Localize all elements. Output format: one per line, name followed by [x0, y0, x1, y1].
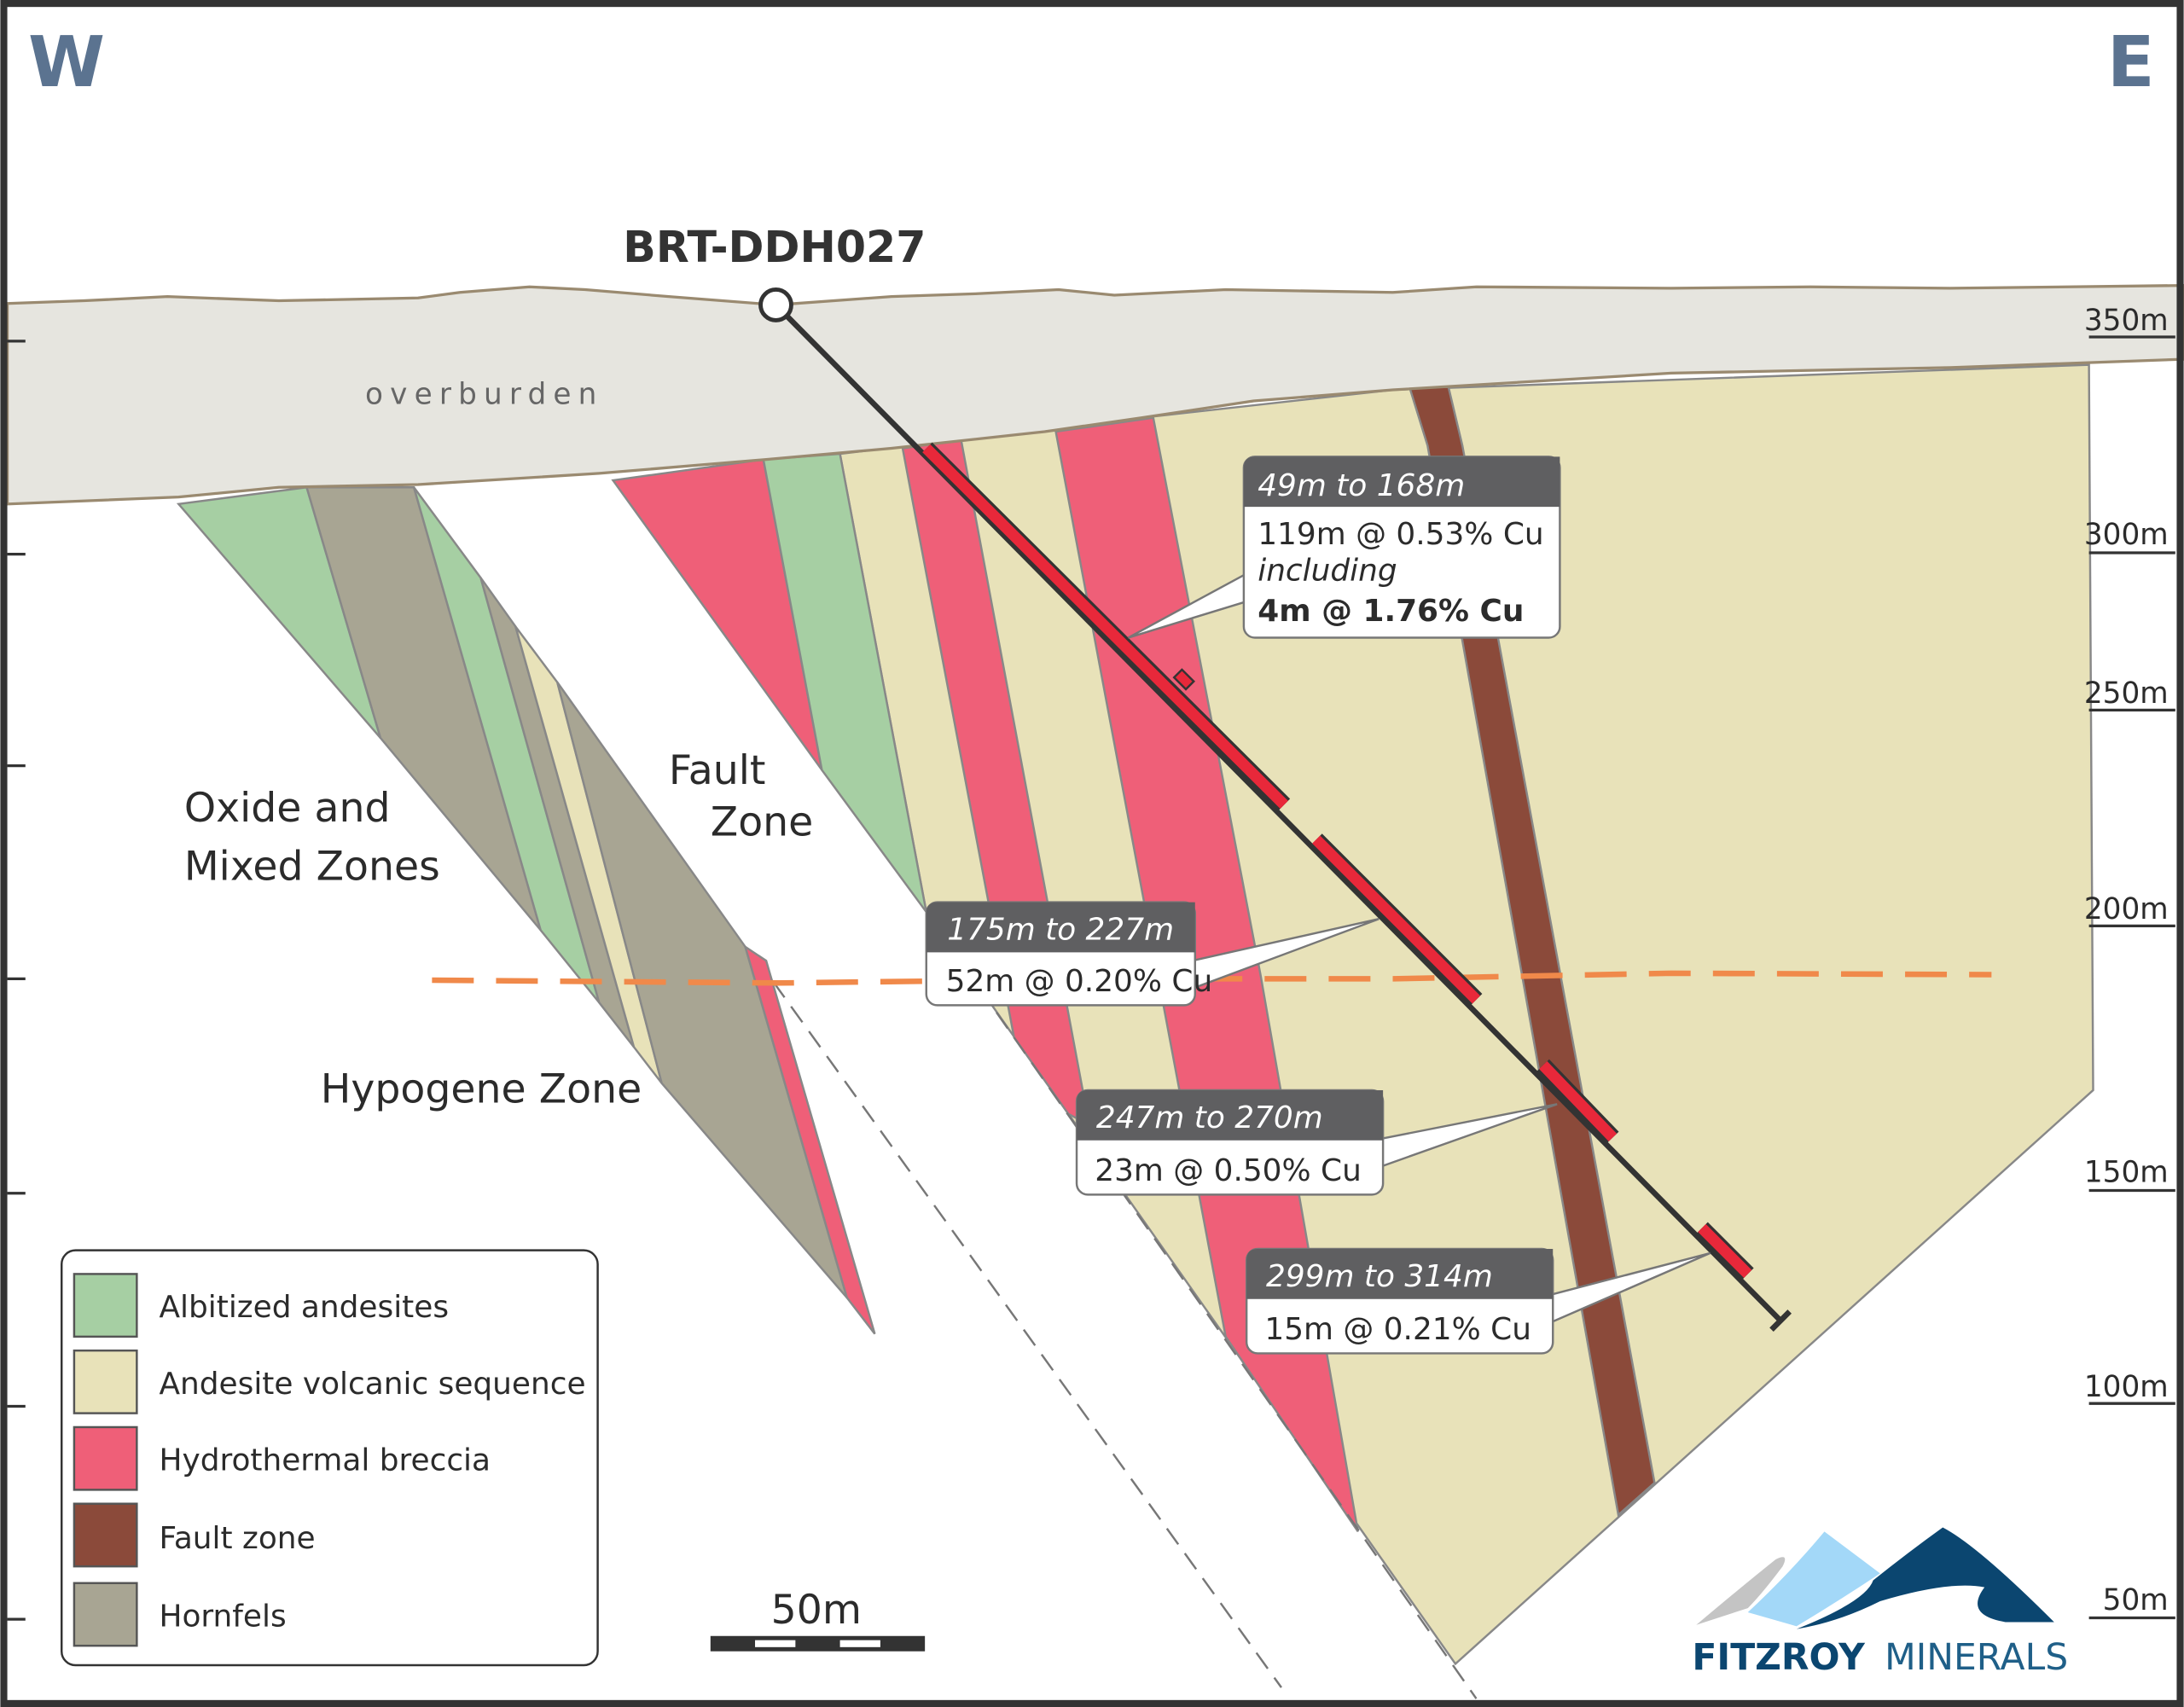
hypogene-boundary-line [432, 970, 1992, 986]
fault-trace [925, 911, 1478, 1699]
legend-swatch-fault [73, 1502, 138, 1568]
drillhole-trace [758, 287, 1792, 1332]
logo-name-bold: FITZROY [1692, 1637, 1866, 1679]
elevation-label: 100m [2084, 1370, 2169, 1404]
elevation-axis: 350m 300m 250m 200m 150m 100m 50m [2084, 304, 2175, 1620]
scale-bar-label: 50m [771, 1587, 862, 1634]
fault-zone-label: Zone [711, 798, 813, 845]
elevation-label: 250m [2084, 676, 2169, 711]
mineralised-interval [1698, 1223, 1752, 1279]
logo-text: FITZROY MINERALS [1692, 1637, 2068, 1679]
elevation-label: 300m [2084, 518, 2169, 552]
scale-bar: 50m [710, 1587, 926, 1652]
intercept-callout-2: 175m to 227m 52m @ 0.20% Cu [925, 901, 1380, 1007]
breccia-band [743, 943, 876, 1335]
intercept-callout-3: 247m to 270m 23m @ 0.50% Cu [1075, 1089, 1558, 1196]
collar-icon [758, 287, 793, 322]
legend-label: Hornfels [159, 1599, 286, 1634]
intercept-including: 4m @ 1.76% Cu [1258, 594, 1524, 629]
mountain-icon [1747, 1531, 1880, 1627]
end-of-hole-cap [1769, 1309, 1792, 1332]
mountain-icon [1696, 1557, 1786, 1625]
elevation-label: 350m [2084, 304, 2169, 338]
legend-swatch-breccia [73, 1425, 138, 1491]
west-label: W [28, 22, 105, 103]
fault-trace [772, 980, 1282, 1688]
elevation-label: 200m [2084, 892, 2169, 926]
drillhole-name: BRT-DDH027 [623, 222, 926, 272]
intercept-callout-4: 299m to 314m 15m @ 0.21% Cu [1245, 1247, 1711, 1355]
overburden-label: overburden [365, 377, 604, 411]
elevation-label: 50m [2103, 1583, 2169, 1617]
left-geology-block [176, 485, 876, 1335]
oxide-zone-label: Oxide and [184, 785, 391, 832]
oxide-zone-label: Mixed Zones [184, 844, 440, 891]
intercept-result: 52m @ 0.20% Cu [946, 964, 1213, 999]
fault-zone-label: Fault [669, 747, 766, 794]
intercept-callout-1: 49m to 168m 119m @ 0.53% Cu including 4m… [1127, 456, 1561, 639]
left-axis-ticks [7, 340, 26, 1621]
legend-swatch-andesite [73, 1349, 138, 1414]
legend-swatch-albitized [73, 1273, 138, 1338]
mineralised-interval [1312, 835, 1481, 1004]
logo-name-light: MINERALS [1885, 1637, 2068, 1679]
intercept-result: 23m @ 0.50% Cu [1095, 1153, 1362, 1188]
high-grade-marker [1172, 668, 1195, 691]
intercept-interval: 175m to 227m [947, 913, 1174, 948]
hypogene-zone-label: Hypogene Zone [321, 1066, 642, 1113]
intercept-interval: 49m to 168m [1258, 468, 1465, 503]
intercept-result: 15m @ 0.21% Cu [1264, 1312, 1531, 1347]
mountain-icon [1796, 1527, 2054, 1629]
legend-label: Hydrothermal breccia [159, 1443, 491, 1478]
intercept-interval: 247m to 270m [1096, 1100, 1323, 1135]
overburden-layer [5, 283, 2184, 506]
mineralised-interval [1539, 1061, 1618, 1141]
legend-label: Andesite volcanic sequence [159, 1367, 585, 1402]
legend-label: Albitized andesites [159, 1290, 449, 1325]
fitzroy-minerals-logo: FITZROY MINERALS [1692, 1527, 2068, 1679]
elevation-label: 150m [2084, 1156, 2169, 1190]
including-label: including [1258, 554, 1397, 589]
east-label: E [2107, 22, 2155, 103]
legend-label: Fault zone [159, 1521, 315, 1556]
legend: Albitized andesites Andesite volcanic se… [60, 1249, 599, 1667]
legend-swatch-hornfels [73, 1582, 138, 1647]
intercept-interval: 299m to 314m [1266, 1259, 1493, 1294]
intercept-result: 119m @ 0.53% Cu [1258, 517, 1543, 552]
